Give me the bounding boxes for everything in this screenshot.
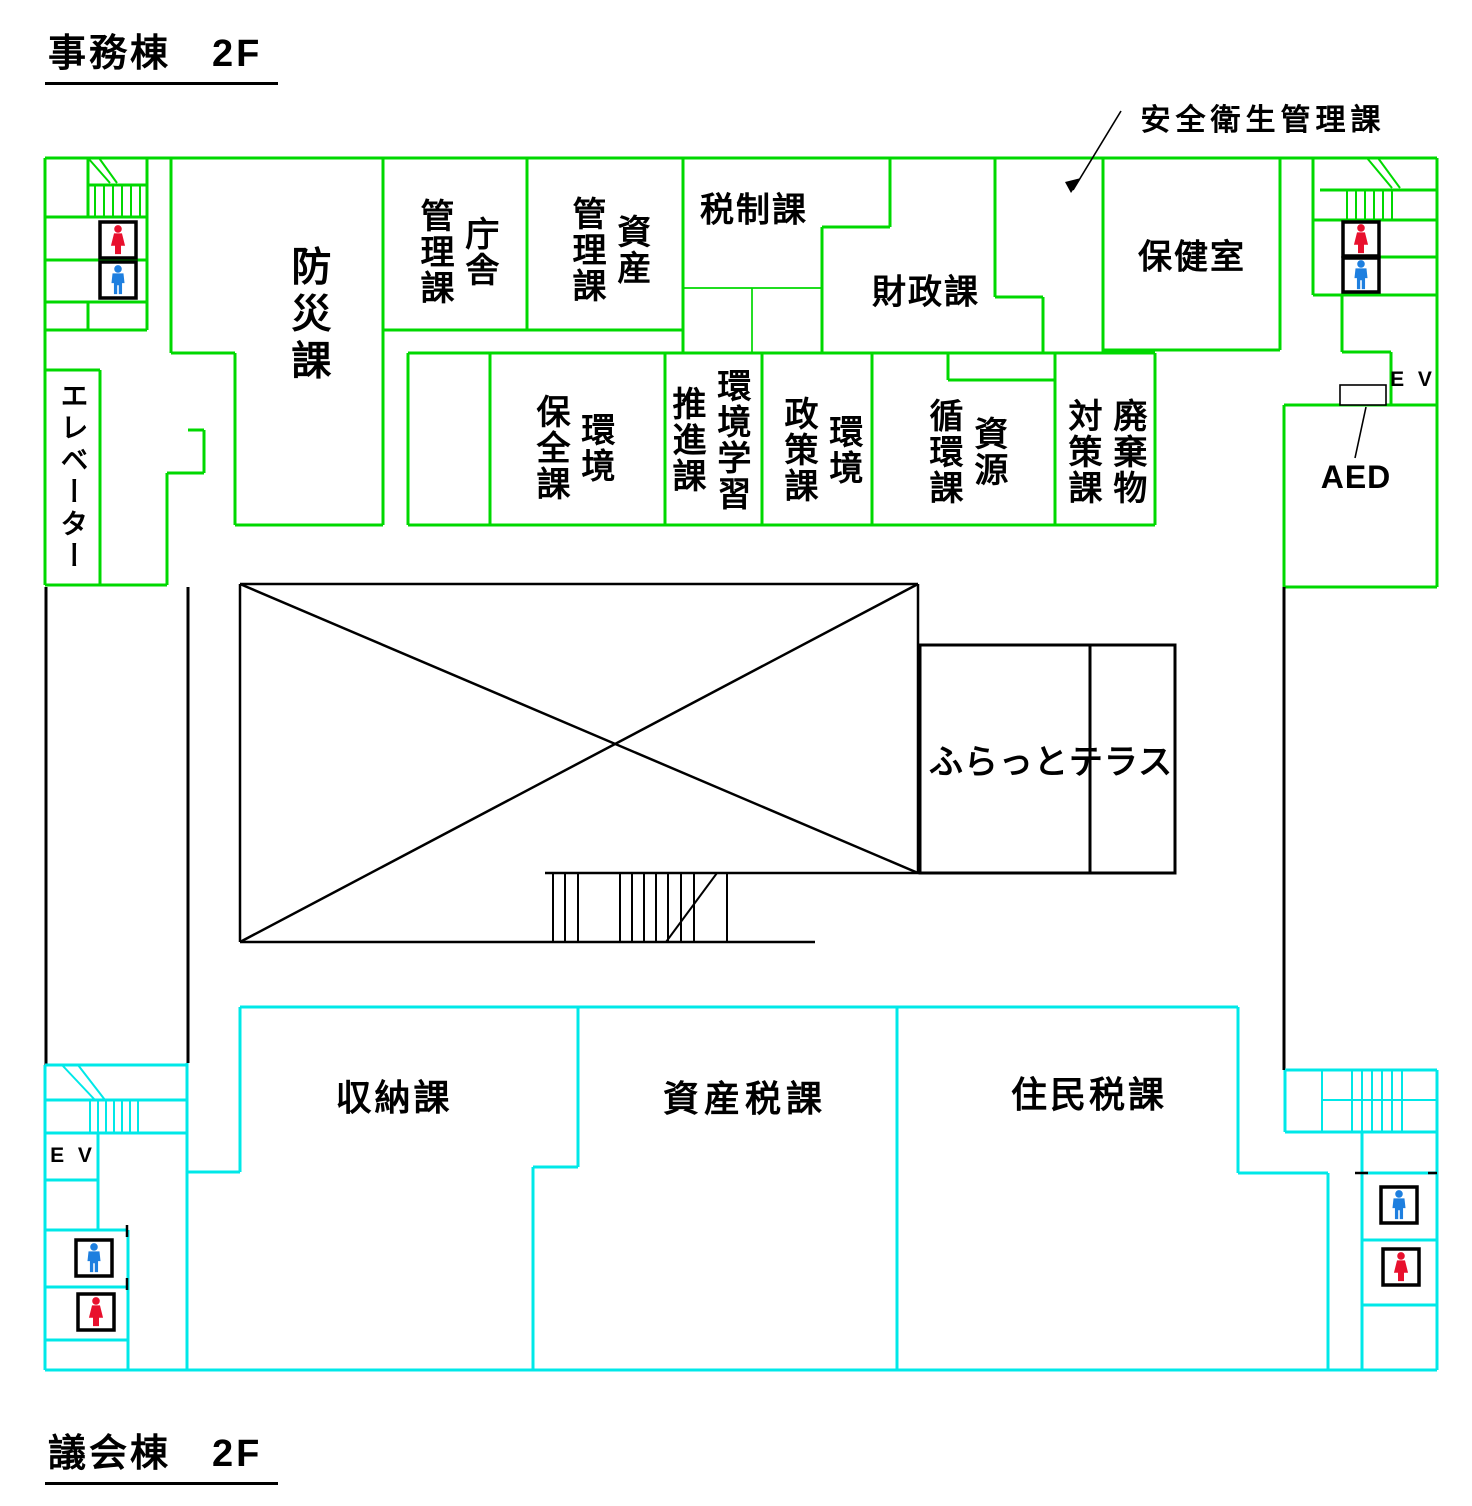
room-label-shigen-junkanka: 資源 循環課 — [924, 398, 1007, 506]
room-label-shisanzeika: 資産税課 — [662, 1078, 828, 1120]
room-label-kankyo-gakushu-suishinka: 環境学習 推進課 — [667, 368, 750, 512]
stairs-lower-right-icon — [1321, 1070, 1437, 1132]
room-label-shisan-kanrika: 資産 管理課 — [567, 196, 650, 304]
atrium-void-x — [238, 582, 920, 944]
atrium-stairs-icon — [552, 872, 728, 943]
room-label-hokenshitsu: 保健室 — [1138, 238, 1246, 277]
annotation-arrowhead — [1065, 178, 1081, 193]
assembly-wing-title: 議会棟 2F — [45, 1422, 279, 1485]
room-label-zaiseika: 財政課 — [872, 273, 980, 312]
room-label-flat-terrace: ふらっとテラス — [928, 743, 1174, 782]
room-label-kankyo-hozenka: 環境 保全課 — [531, 394, 614, 502]
stairs-upper-left-icon — [87, 157, 141, 217]
restroom-male-lower-left — [74, 1238, 114, 1278]
room-label-zeiseika: 税制課 — [700, 191, 808, 230]
safety-management-annotation: 安全衛生管理課 — [1140, 104, 1386, 137]
room-label-juminzeika: 住民税課 — [1010, 1074, 1168, 1116]
restroom-female-upper-right — [1341, 220, 1381, 258]
restroom-female-lower-left — [76, 1292, 116, 1332]
room-label-ev-upper: E V — [1390, 368, 1436, 392]
room-label-chosha-kanrika: 庁舎 管理課 — [415, 198, 498, 306]
door-tick-marks — [125, 1171, 1437, 1290]
stairs-upper-right-icon — [1346, 157, 1401, 220]
room-label-aed: AED — [1320, 458, 1392, 495]
room-label-ev-lower: E V — [50, 1144, 96, 1168]
stairs-lower-left-icon — [61, 1064, 139, 1133]
office-wing-title: 事務棟 2F — [45, 22, 279, 85]
room-label-bosaika: 防災課 — [285, 245, 330, 387]
room-label-haikibutsu-taisakuka: 廃棄物 対策課 — [1063, 398, 1146, 506]
leader-lines — [1072, 110, 1367, 459]
assembly-wing-walls — [43, 1005, 1439, 1372]
room-label-kankyo-seisakuka: 環境 政策課 — [779, 396, 862, 504]
restroom-female-upper-left — [98, 220, 138, 260]
corridor-walls — [44, 587, 1286, 1070]
room-label-shunoka: 収納課 — [335, 1077, 453, 1119]
room-label-elevator: エレベーター — [57, 381, 89, 573]
office-wing-thin-lines — [683, 287, 822, 353]
restroom-male-upper-right — [1341, 256, 1381, 294]
office-wing-walls — [43, 156, 1439, 589]
restroom-male-lower-right — [1379, 1185, 1419, 1225]
aed-marker — [1339, 384, 1387, 406]
restroom-female-lower-right — [1381, 1247, 1421, 1287]
restroom-male-upper-left — [98, 260, 138, 300]
terrace-outline — [918, 643, 1177, 875]
